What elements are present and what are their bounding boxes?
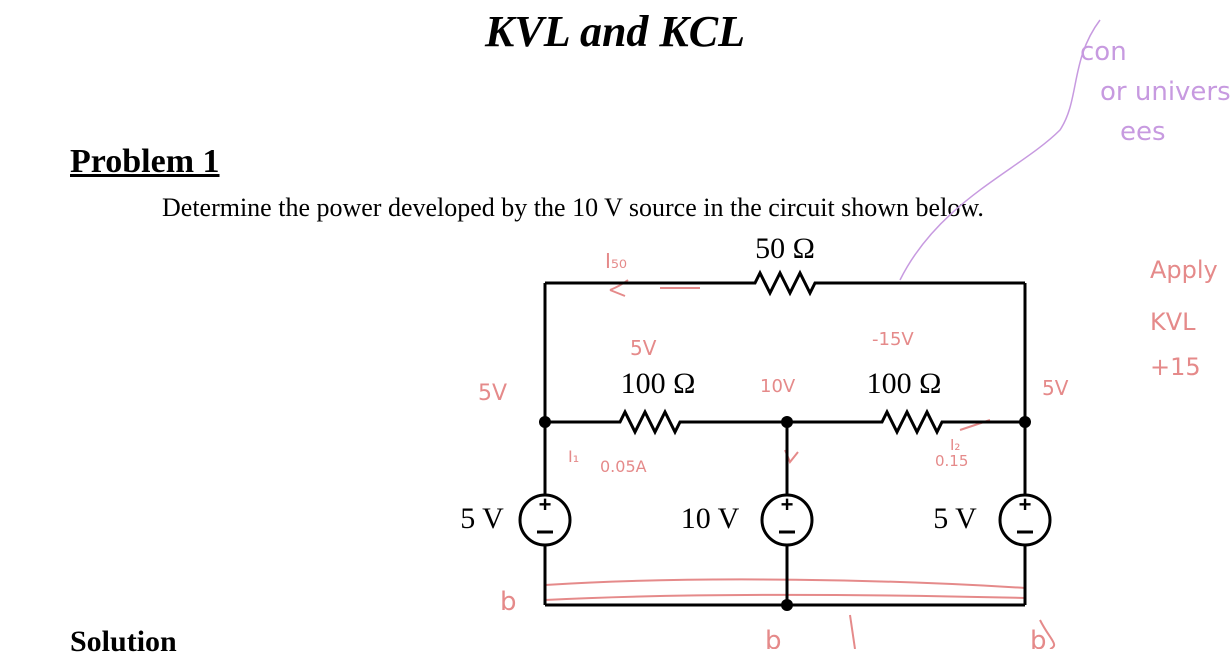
note-5v-mid: 5V [630,336,657,360]
node-right [1019,416,1031,428]
note-b-left: b [500,587,517,617]
source-left: + [518,492,572,547]
problem-statement: Determine the power developed by the 10 … [162,193,984,222]
label-r-top: 50 Ω [755,232,815,265]
note-i50: I₅₀ [605,249,627,273]
note-i2-value: 0.15 [935,452,968,470]
node-left [539,416,551,428]
svg-text:+: + [1019,492,1032,517]
note-plus15: +15 [1150,353,1201,381]
note-5v-right: 5V [1042,376,1069,400]
note-corner-3: ees [1120,117,1166,147]
note-i1: I₁ [568,447,579,466]
label-v-right: 5 V [933,502,977,535]
label-r-right: 100 Ω [867,367,942,400]
purple-ink-stroke [899,19,1101,281]
note-i1-value: 0.05A [600,457,647,476]
document-title: KVL and KCL [485,7,745,56]
note-b-right: b [1030,626,1047,649]
note-10v: 10V [760,376,796,397]
node-middle [781,416,793,428]
note-5v-left: 5V [478,381,507,406]
label-v-mid: 10 V [681,502,740,535]
handwritten-strokes [544,279,1056,649]
source-right: + [998,492,1052,547]
source-middle: + [760,492,814,547]
node-bottom [781,599,793,611]
note-i2: I₂ [950,436,960,454]
label-v-left: 5 V [460,502,504,535]
note-kvl: KVL [1150,308,1196,336]
problem-heading: Problem 1 [70,143,220,180]
label-r-left: 100 Ω [621,367,696,400]
note-apply: Apply [1150,256,1218,284]
note-neg15v: -15V [872,329,914,350]
note-corner-1: con [1080,37,1127,67]
svg-text:+: + [781,492,794,517]
note-corner-2: or univers [1100,77,1230,107]
note-b-mid: b [765,626,782,649]
svg-text:+: + [539,492,552,517]
